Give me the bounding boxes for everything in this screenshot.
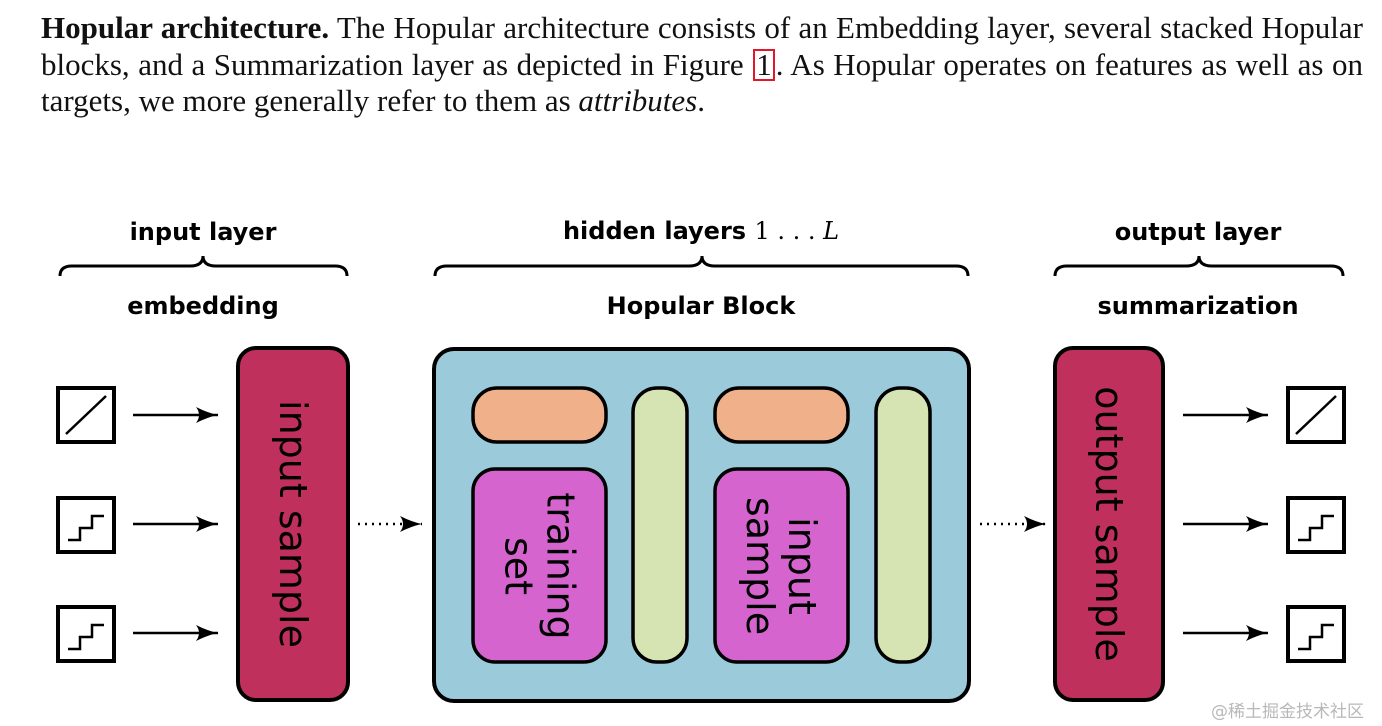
paragraph-text-1: The Hopular architecture consists of an … [41,10,1363,82]
input-layer-title: input layer [129,218,277,246]
input-layer-brace [58,255,349,277]
output-sample-box [1053,346,1165,702]
orange-module [471,386,608,444]
input-sample-label: input sample [271,400,316,648]
inner-input-line-1: input [780,516,825,615]
orange-module [713,386,850,444]
paragraph: Hopular architecture. The Hopular archit… [41,10,1363,120]
watermark: @稀土掘金技术社区 [1211,702,1364,722]
green-module [631,386,689,664]
step-feature-icon [56,496,116,554]
hidden-layers-text: hidden layers [562,217,747,245]
output-sample-label-wrap: output sample [1055,348,1163,700]
hidden-layers-range: 1 . . . L [754,217,839,245]
inner-input-sample-module [713,467,850,664]
paragraph-italic: attributes [578,83,698,118]
output-layer-subtitle: summarization [1097,292,1299,320]
paragraph-text-2: . As Hopular operates on features as wel… [41,46,1363,119]
input-sample-label-wrap: input sample [238,348,348,700]
inner-input-line-2: sample [738,496,783,635]
input-sample-box [236,346,350,702]
output-layer-brace [1053,255,1345,277]
input-layer-subtitle: embedding [127,292,279,320]
linear-feature-icon [1286,386,1346,444]
figure-reference-link[interactable]: 1 [753,48,775,81]
hidden-layers-title: hidden layers 1 . . . L [563,217,839,245]
output-layer-title: output layer [1114,218,1282,246]
step-feature-icon [1286,496,1346,554]
paragraph-heading: Hopular architecture. [41,10,330,45]
linear-feature-icon [56,386,116,444]
green-module [874,386,932,664]
step-feature-icon [1286,605,1346,663]
hopular-block-title: Hopular Block [606,292,796,320]
training-set-line-1: training [538,491,583,640]
output-sample-label: output sample [1087,386,1132,662]
step-feature-icon [56,605,116,663]
paragraph-end: . [697,83,705,118]
training-set-line-2: set [496,536,541,595]
hidden-layers-brace [433,255,970,277]
hidden-range-var: L [823,217,840,245]
training-set-module [471,467,608,664]
hidden-range-prefix: 1 . . . [754,217,824,245]
